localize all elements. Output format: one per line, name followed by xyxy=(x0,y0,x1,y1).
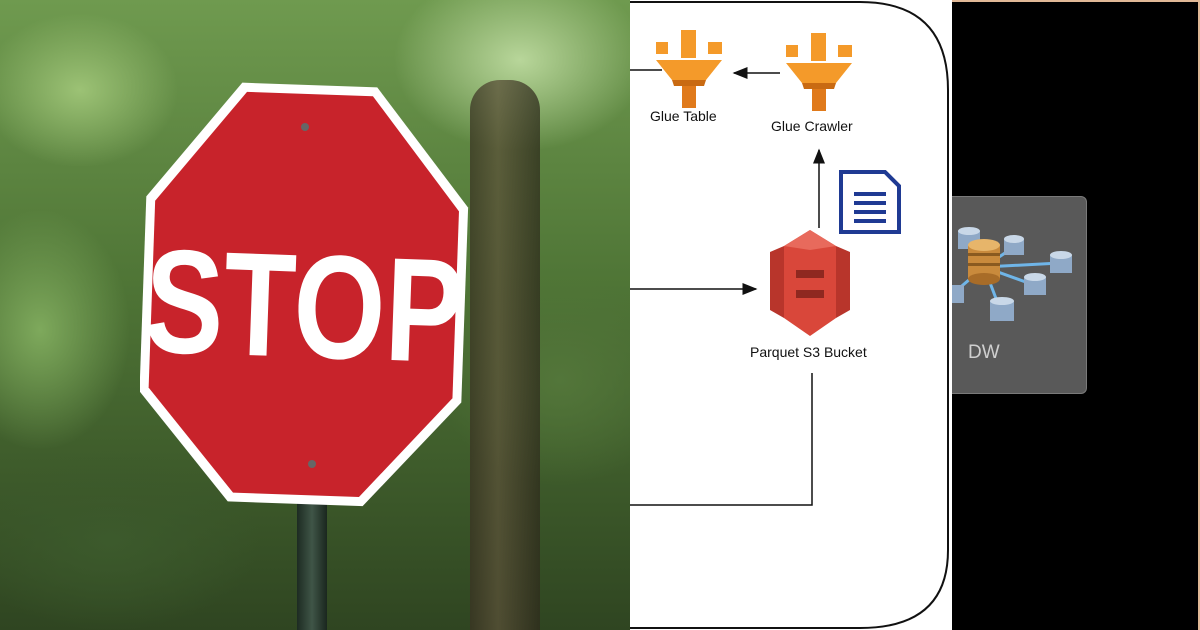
glue-crawler-icon xyxy=(786,33,852,111)
glue-table-label: Glue Table xyxy=(650,108,717,124)
s3-bucket-label: Parquet S3 Bucket xyxy=(750,344,867,360)
tree-trunk xyxy=(470,80,540,630)
dw-node: DW xyxy=(952,196,1087,394)
data-warehouse-panel: DW xyxy=(952,0,1200,630)
edge-s3-down xyxy=(630,373,813,506)
glue-table-icon xyxy=(656,30,722,108)
stop-sign-text: STOP xyxy=(142,219,467,395)
db-cylinder xyxy=(952,285,964,303)
stop-sign: STOP xyxy=(140,82,469,507)
glue-crawler-label: Glue Crawler xyxy=(771,118,853,134)
architecture-diagram: Glue Table Glue Crawler Parquet S3 Bucke… xyxy=(630,0,952,630)
document-icon xyxy=(839,170,901,234)
dw-label: DW xyxy=(968,342,1000,363)
db-cylinder-central xyxy=(968,239,1000,285)
panel-top-edge xyxy=(952,0,1200,2)
panel-right-edge xyxy=(1198,0,1200,630)
database-network-icon xyxy=(952,227,1072,321)
sign-pole xyxy=(297,490,327,630)
db-cylinder xyxy=(1004,235,1024,255)
stop-sign-photo: STOP xyxy=(0,0,630,630)
db-cylinder xyxy=(1050,251,1072,273)
s3-bucket-icon xyxy=(770,230,850,336)
db-cylinder xyxy=(990,297,1014,321)
db-cylinder xyxy=(1024,273,1046,295)
container-border xyxy=(630,1,949,629)
